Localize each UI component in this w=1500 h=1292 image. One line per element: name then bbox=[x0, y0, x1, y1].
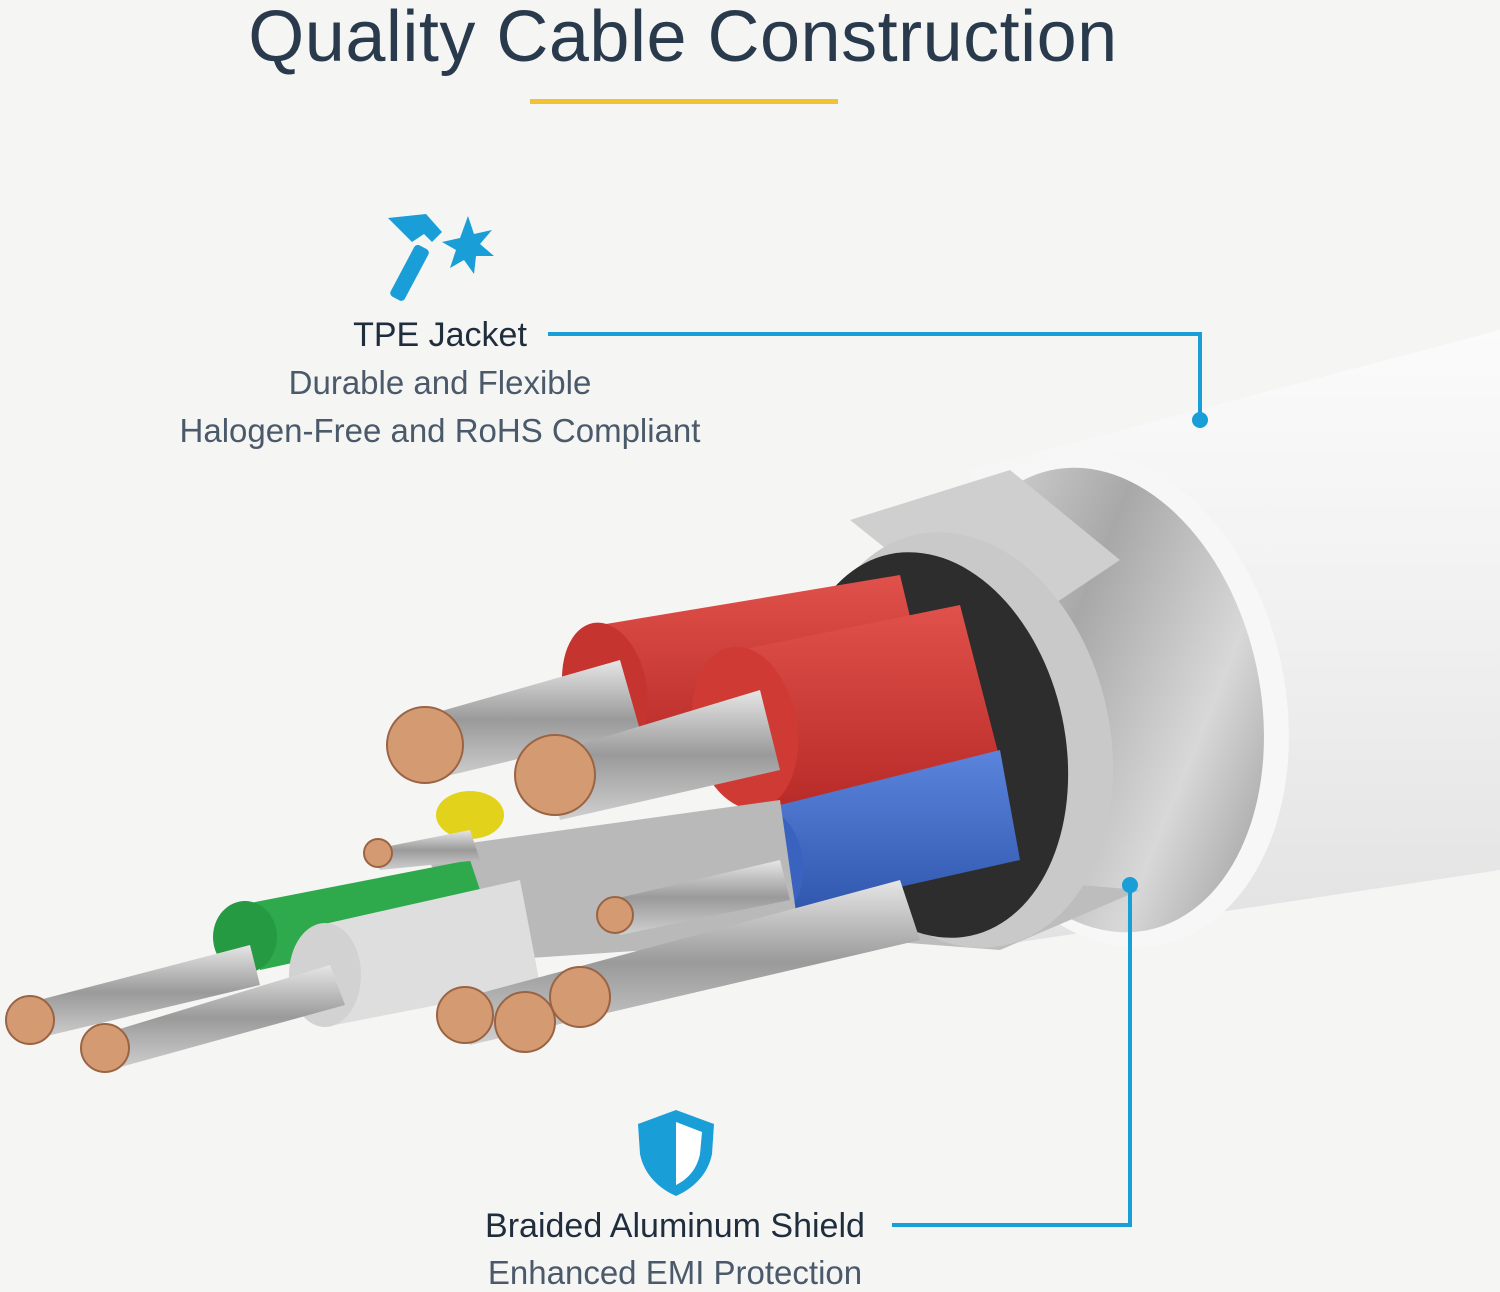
jacket-leader-horizontal bbox=[548, 332, 1202, 336]
jacket-leader-vertical bbox=[1198, 332, 1202, 420]
title-underline bbox=[530, 99, 838, 104]
shield-title: Braided Aluminum Shield bbox=[485, 1207, 865, 1245]
shield-line-1: Enhanced EMI Protection bbox=[487, 1254, 863, 1291]
page-title: Quality Cable Construction bbox=[248, 0, 1118, 77]
hammer-star-icon bbox=[384, 212, 499, 304]
jacket-line-1: Durable and Flexible bbox=[288, 364, 592, 401]
jacket-title: TPE Jacket bbox=[353, 316, 527, 354]
shield-leader-horizontal bbox=[892, 1223, 1132, 1227]
shield-leader-vertical bbox=[1128, 885, 1132, 1227]
copper-ends bbox=[5, 706, 634, 1073]
jacket-line-2: Halogen-Free and RoHS Compliant bbox=[179, 412, 701, 449]
jacket-leader-dot bbox=[1192, 412, 1208, 428]
yellow-conductor bbox=[436, 791, 504, 839]
shield-icon bbox=[634, 1108, 718, 1198]
